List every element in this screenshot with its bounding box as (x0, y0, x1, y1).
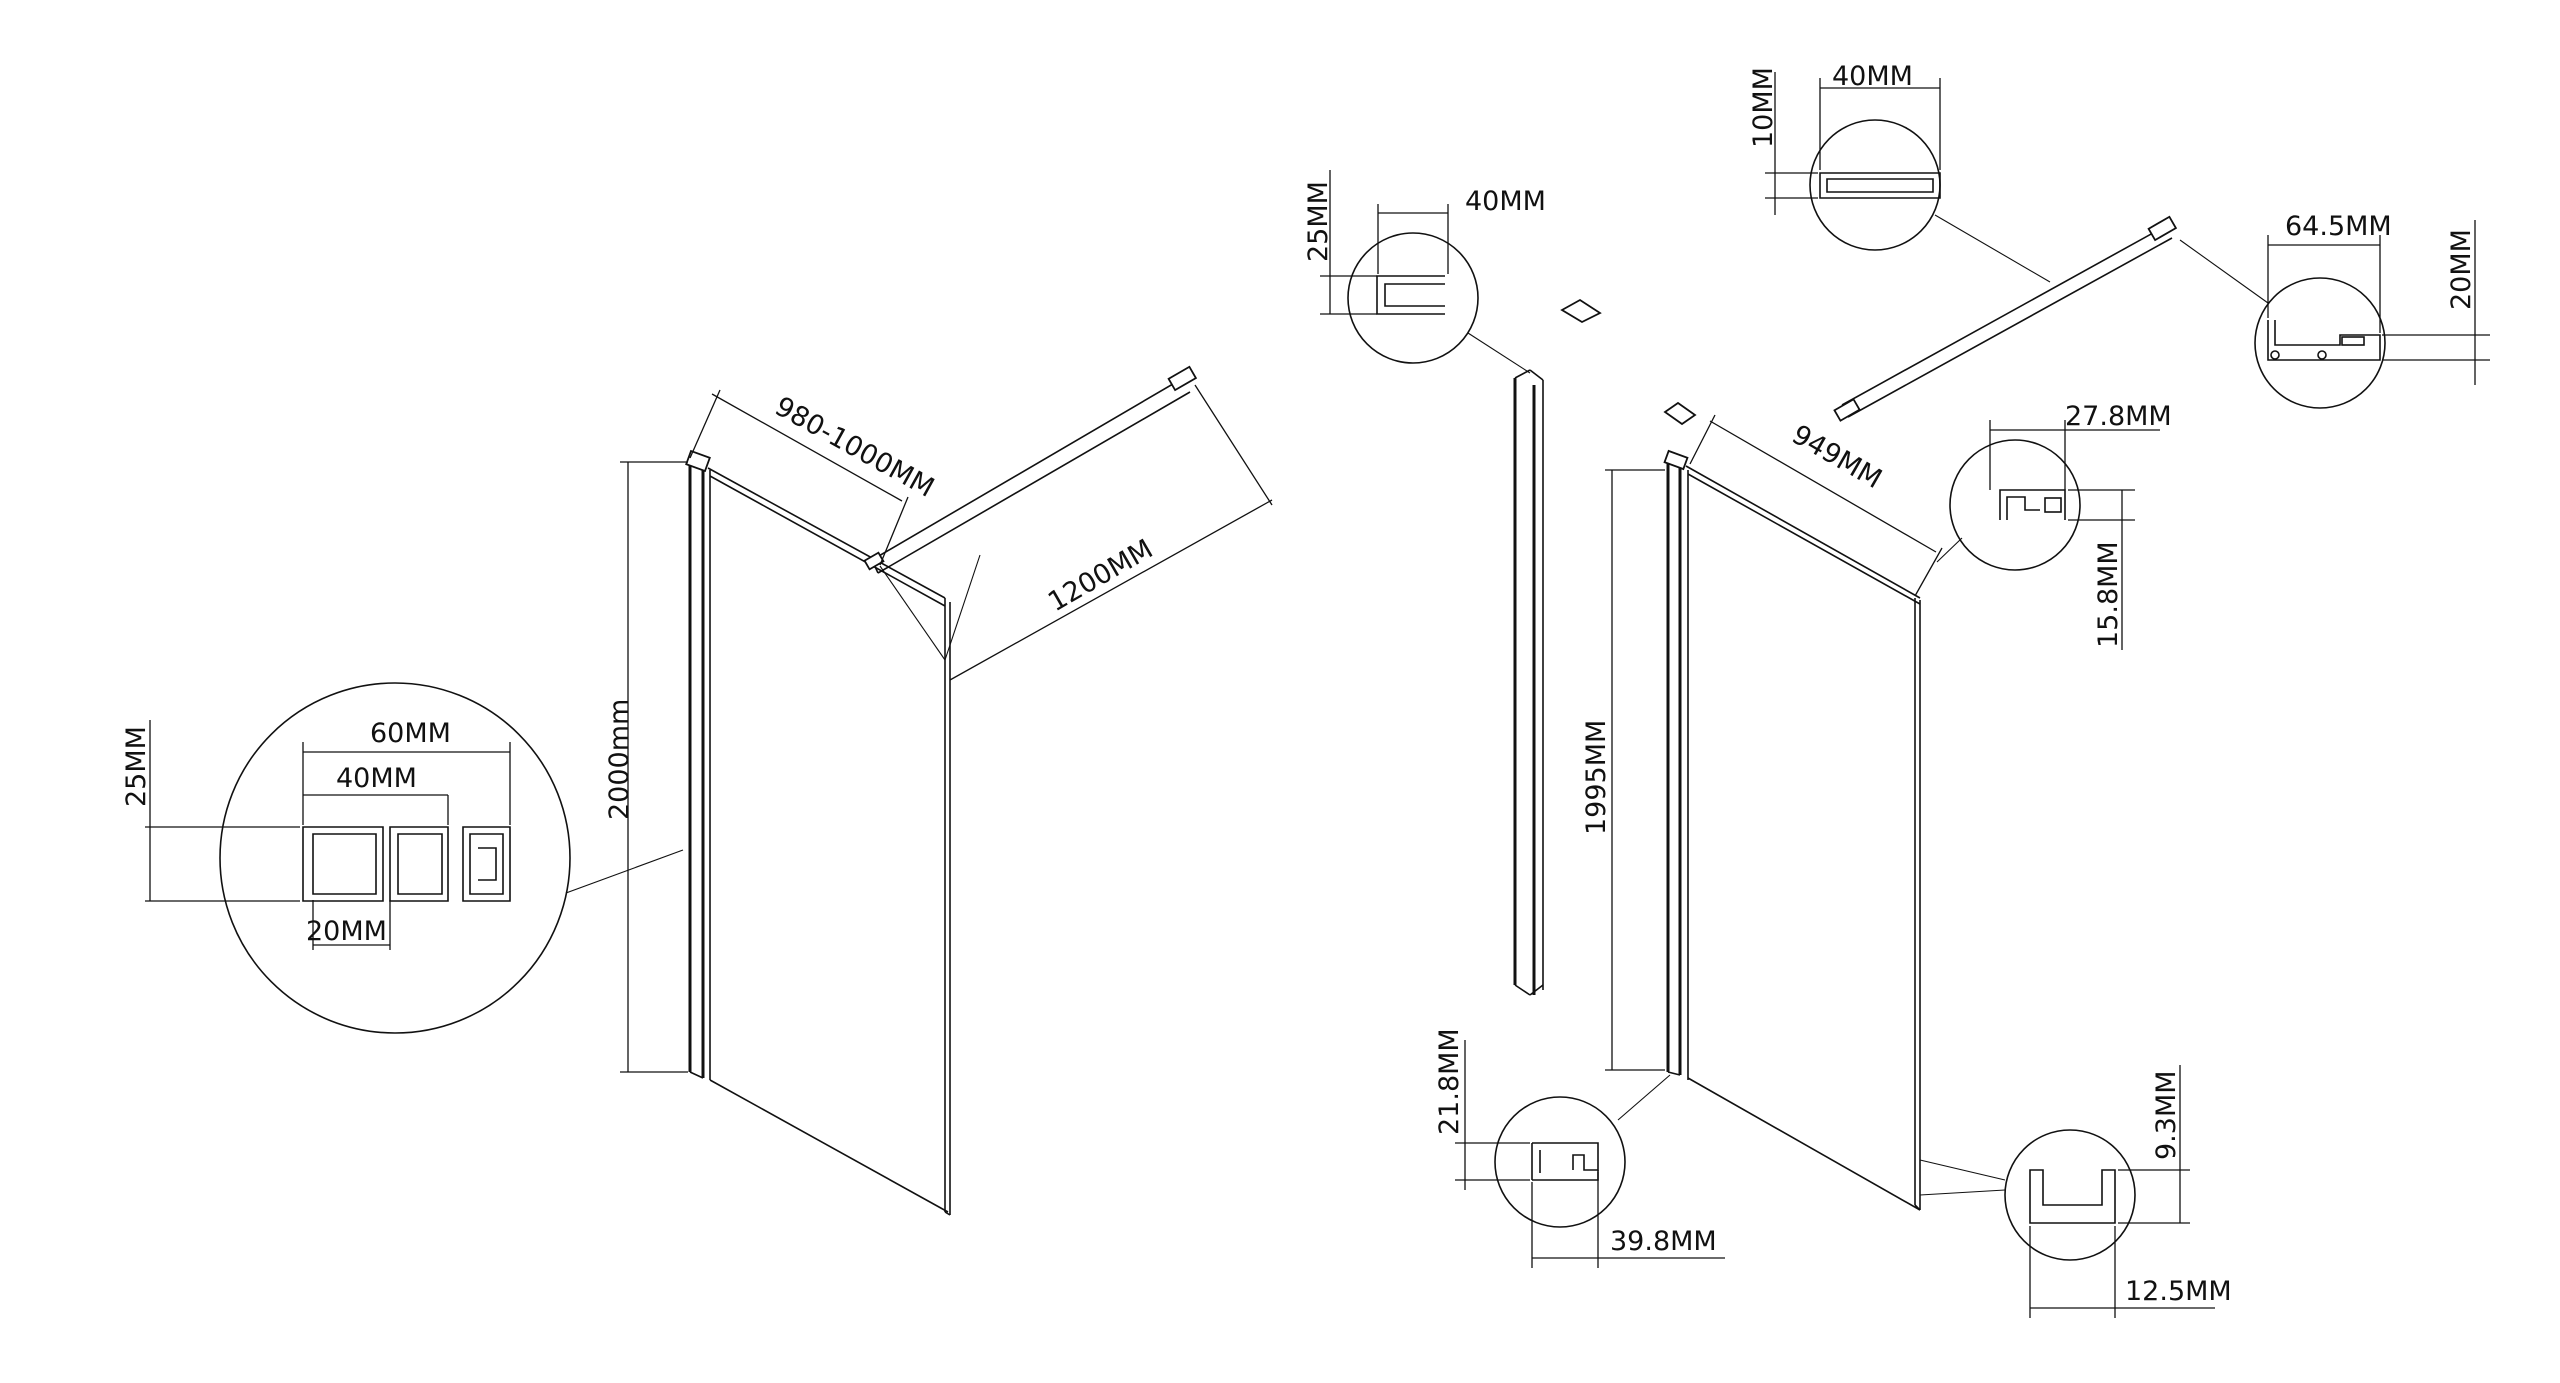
loose-wall-profile (1513, 369, 1544, 996)
label-left-height: 2000mm (604, 699, 635, 820)
dim-left-width: 980-1000MM (689, 389, 939, 566)
left-glass-panel (707, 467, 951, 1216)
end-cap-top (1560, 298, 1602, 324)
left-support-arm (863, 365, 1198, 661)
dim-right-height: 1995MM (1581, 469, 1665, 1071)
end-cap-mid (1663, 401, 1697, 426)
label-detail-profile-width: 40MM (336, 763, 417, 794)
label-wall-profile-width: 40MM (1465, 186, 1546, 217)
label-left-arm: 1200MM (1043, 534, 1158, 619)
label-side-profile-depth: 21.8MM (1434, 1028, 1465, 1135)
label-bottom-channel-depth: 9.3MM (2151, 1070, 2182, 1160)
detail-arm-bracket: 64.5MM 20MM (2179, 211, 2490, 409)
detail-arm-profile: 40MM 10MM (1748, 61, 2051, 283)
left-wall-profile (685, 449, 711, 1080)
detail-top-channel: 27.8MM 15.8MM (1936, 401, 2172, 650)
dim-left-height: 2000mm (604, 461, 688, 1073)
detail-bottom-channel: 9.3MM 12.5MM (1919, 1065, 2232, 1318)
dim-right-width: 949MM (1689, 414, 1943, 597)
right-assembly: 949MM 1995MM 40MM 25MM (1303, 61, 2490, 1318)
label-detail-total-width: 60MM (370, 718, 451, 749)
label-left-width: 980-1000MM (770, 391, 939, 504)
dim-left-arm: 1200MM (949, 384, 1273, 681)
label-arm-bracket-depth: 20MM (2446, 229, 2477, 310)
label-arm-profile-depth: 10MM (1748, 67, 1779, 148)
detail-side-profile: 21.8MM 39.8MM (1434, 1028, 1725, 1268)
label-bottom-channel-width: 12.5MM (2125, 1276, 2232, 1307)
label-arm-profile-width: 40MM (1832, 61, 1913, 92)
label-wall-profile-depth: 25MM (1303, 181, 1334, 262)
label-arm-bracket-width: 64.5MM (2285, 211, 2392, 242)
label-detail-depth: 25MM (121, 726, 152, 807)
right-glass-panel (1685, 465, 1921, 1211)
label-side-profile-width: 39.8MM (1610, 1226, 1717, 1257)
label-top-channel-width: 27.8MM (2065, 401, 2172, 432)
detail-wall-profile: 40MM 25MM (1303, 170, 1546, 374)
label-detail-gap: 20MM (306, 916, 387, 947)
label-top-channel-depth: 15.8MM (2093, 541, 2124, 648)
right-wall-profile (1663, 449, 1689, 1080)
label-right-height: 1995MM (1581, 720, 1612, 835)
left-assembly: 980-1000MM 1200MM 2000mm (121, 365, 1273, 1216)
label-right-width: 949MM (1787, 419, 1887, 495)
left-detail: 60MM 40MM 25MM 20MM (121, 682, 684, 1034)
loose-support-arm (1833, 215, 2178, 422)
